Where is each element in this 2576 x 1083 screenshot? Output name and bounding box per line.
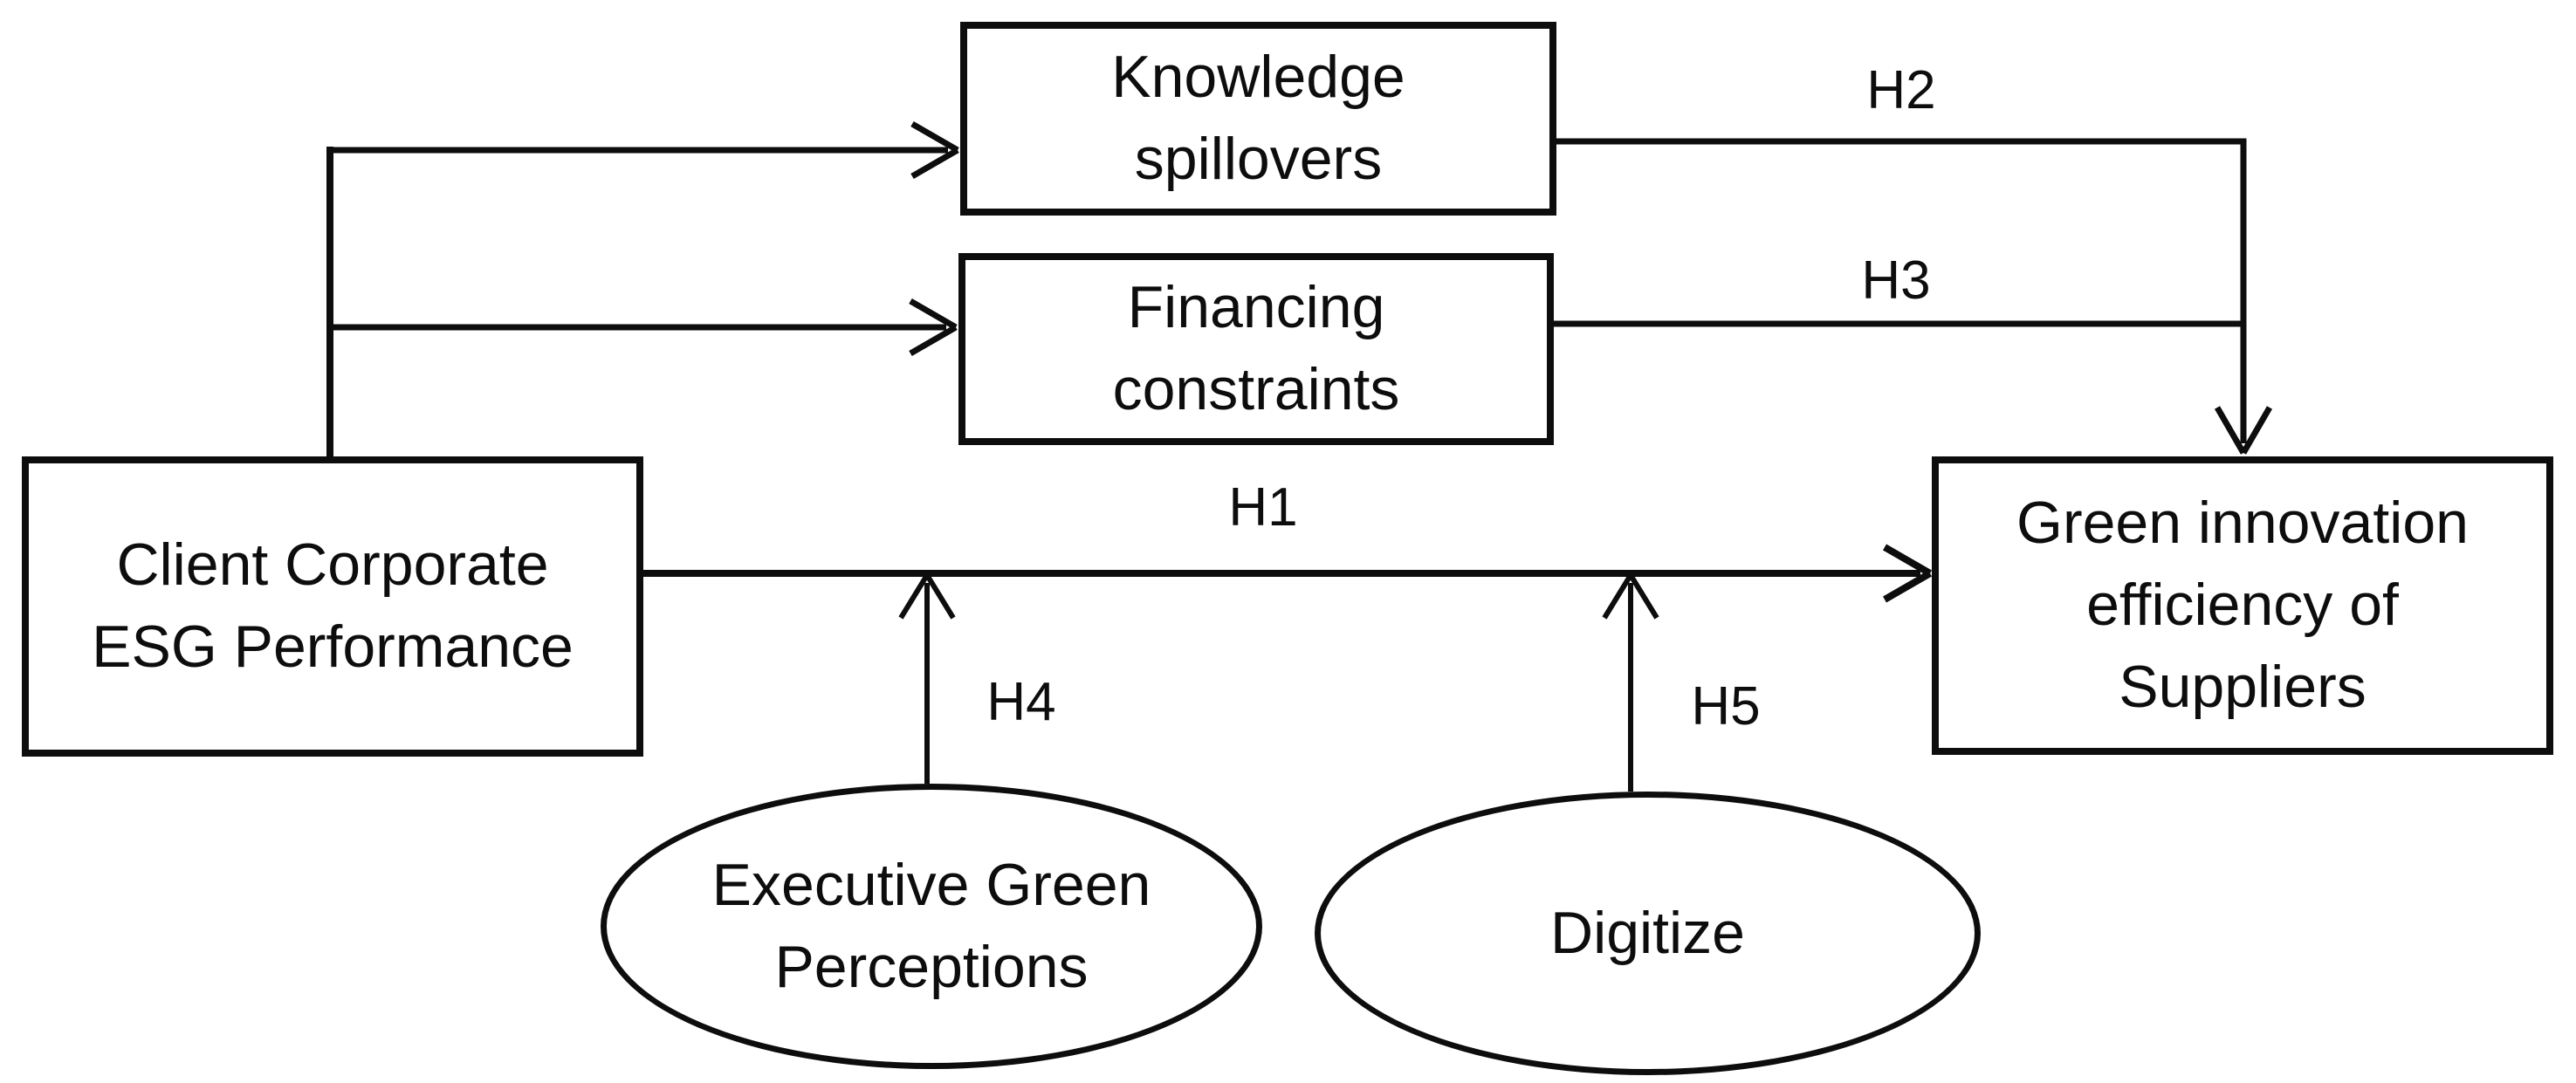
node-knowledge-spillovers: Knowledge spillovers	[960, 22, 1556, 216]
edge-label-h2: H2	[1866, 60, 1936, 120]
node-digitize-label: Digitize	[1550, 899, 1745, 966]
node-financing-constraints: Financing constraints	[958, 253, 1554, 445]
edge-label-h3: H3	[1861, 250, 1931, 311]
node-green-innovation-efficiency: Green innovation efficiency of Suppliers	[1932, 456, 2553, 755]
node-executive-green-perceptions: Executive Green Perceptions	[601, 784, 1262, 1069]
edge-label-h5: H5	[1691, 676, 1761, 737]
arrow-h5-digitize-to-h1	[1602, 573, 1659, 792]
edge-label-h4: H4	[986, 672, 1056, 732]
node-executive-green-perceptions-label: Executive Green Perceptions	[711, 851, 1151, 1000]
node-digitize: Digitize	[1315, 792, 1981, 1075]
arrow-h1-esg-to-green	[643, 544, 1932, 603]
edge-label-h1: H1	[1228, 477, 1298, 538]
node-green-innovation-efficiency-label: Green innovation efficiency of Suppliers	[2016, 490, 2469, 720]
node-knowledge-spillovers-label: Knowledge spillovers	[1111, 44, 1405, 192]
node-financing-constraints-label: Financing constraints	[1112, 274, 1400, 422]
node-client-esg-performance: Client Corporate ESG Performance	[22, 456, 643, 757]
arrow-esg-to-financing	[330, 298, 958, 357]
arrow-esg-to-knowledge	[330, 120, 959, 180]
node-client-esg-performance-label: Client Corporate ESG Performance	[92, 531, 574, 680]
arrow-h2-knowledge-to-green	[1556, 138, 2273, 455]
arrow-h4-executive-to-h1	[898, 573, 956, 784]
